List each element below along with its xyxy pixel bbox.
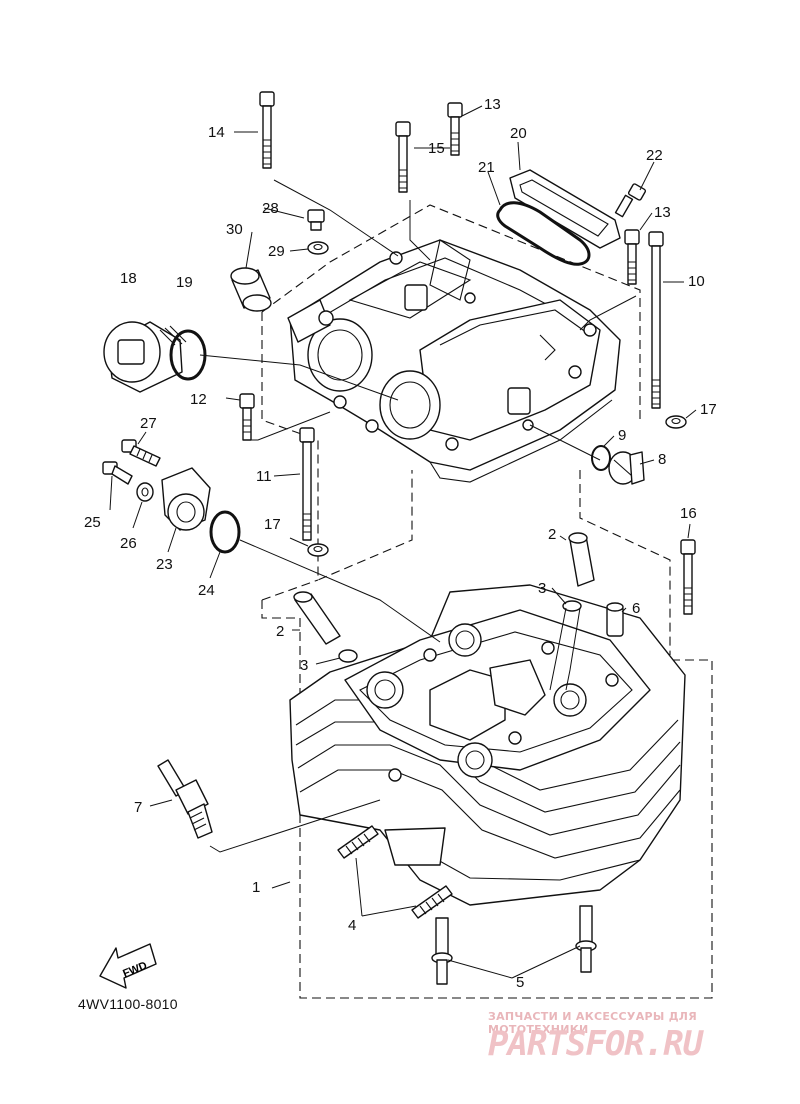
washer-29 — [307, 241, 329, 255]
callout-11: 11 — [256, 468, 272, 485]
spark-plug-9 — [157, 759, 213, 839]
bolt-25 — [102, 461, 133, 485]
callout-27: 27 — [140, 415, 157, 432]
callout-15: 15 — [428, 140, 445, 157]
washer-17-left — [307, 543, 329, 557]
dowel-6 — [606, 602, 624, 637]
callout-13-right: 13 — [654, 204, 671, 221]
o-ring-8 — [591, 445, 611, 471]
callout-10: 10 — [688, 273, 705, 290]
callout-20: 20 — [510, 125, 527, 142]
callout-3-left: 3 — [300, 657, 308, 674]
callout-23: 23 — [156, 556, 173, 573]
o-ring-24 — [209, 510, 241, 554]
callout-29: 29 — [268, 243, 285, 260]
sleeve-30 — [230, 267, 272, 312]
plug-7 — [608, 451, 645, 485]
bolt-28 — [307, 209, 325, 231]
bolt-13-right — [624, 229, 640, 285]
head-assembly-boundary — [261, 579, 713, 999]
bolt-12 — [239, 393, 255, 441]
bolt-11 — [299, 427, 315, 541]
callout-28: 28 — [262, 200, 279, 217]
plug-18 — [103, 321, 187, 393]
seal-3-left — [338, 649, 358, 663]
callout-18: 18 — [120, 270, 137, 287]
bolt-5-left — [431, 917, 453, 985]
watermark-tagline: ЗАПЧАСТИ И АКСЕССУАРЫ ДЛЯ МОТОТЕХНИКИ — [488, 1010, 698, 1036]
callout-14: 14 — [208, 124, 225, 141]
plate-20 — [509, 169, 621, 249]
cover-assembly-boundary — [261, 204, 671, 655]
callout-24: 24 — [198, 582, 215, 599]
callout-17-right: 17 — [700, 401, 717, 418]
callout-22: 22 — [646, 147, 663, 164]
callout-labels: 14 15 13 20 21 22 13 28 29 30 18 19 10 1… — [84, 96, 717, 991]
callout-12: 12 — [190, 391, 207, 408]
watermark-logo: PARTSFOR.RU — [488, 1024, 703, 1064]
o-ring-21 — [496, 201, 591, 266]
fwd-arrow-icon: FWD — [99, 943, 157, 989]
valve-guide-2-right — [568, 532, 595, 587]
diagram-code: 4WV1100-8010 — [78, 996, 178, 1012]
bolt-10 — [648, 231, 664, 409]
callout-21: 21 — [478, 159, 495, 176]
callout-3-right: 3 — [538, 580, 546, 597]
callout-4: 4 — [348, 917, 356, 934]
callout-25: 25 — [84, 514, 101, 531]
callout-26: 26 — [120, 535, 137, 552]
leader-lines — [109, 105, 697, 979]
cap-23 — [161, 467, 211, 531]
callout-16: 16 — [680, 505, 697, 522]
callout-1: 1 — [252, 879, 260, 896]
callout-5: 5 — [516, 974, 524, 991]
callout-2-right: 2 — [548, 526, 556, 543]
bolt-27 — [121, 439, 161, 467]
stud-4-upper — [337, 825, 379, 859]
callout-2-left: 2 — [276, 623, 284, 640]
cylinder-head-cover — [287, 239, 621, 483]
bolt-16 — [680, 539, 696, 615]
washer-17-right — [665, 415, 687, 429]
callout-30: 30 — [226, 221, 243, 238]
seal-3-right — [562, 600, 582, 612]
bolt-15 — [395, 121, 411, 193]
callout-6: 6 — [632, 600, 640, 617]
callout-17-left: 17 — [264, 516, 281, 533]
washer-26 — [136, 482, 154, 502]
bolt-13-upper — [447, 102, 463, 156]
valve-guide-2-left — [293, 591, 341, 645]
bolt-5-right — [575, 905, 597, 973]
bolt-14 — [259, 91, 275, 169]
callout-8: 9 — [618, 427, 626, 444]
bolt-22 — [614, 183, 647, 218]
callout-19: 19 — [176, 274, 193, 291]
callout-13-top: 13 — [484, 96, 501, 113]
callout-9: 7 — [134, 799, 142, 816]
cylinder-head — [289, 584, 686, 906]
callout-7: 8 — [658, 451, 666, 468]
stud-4-lower — [411, 885, 453, 919]
